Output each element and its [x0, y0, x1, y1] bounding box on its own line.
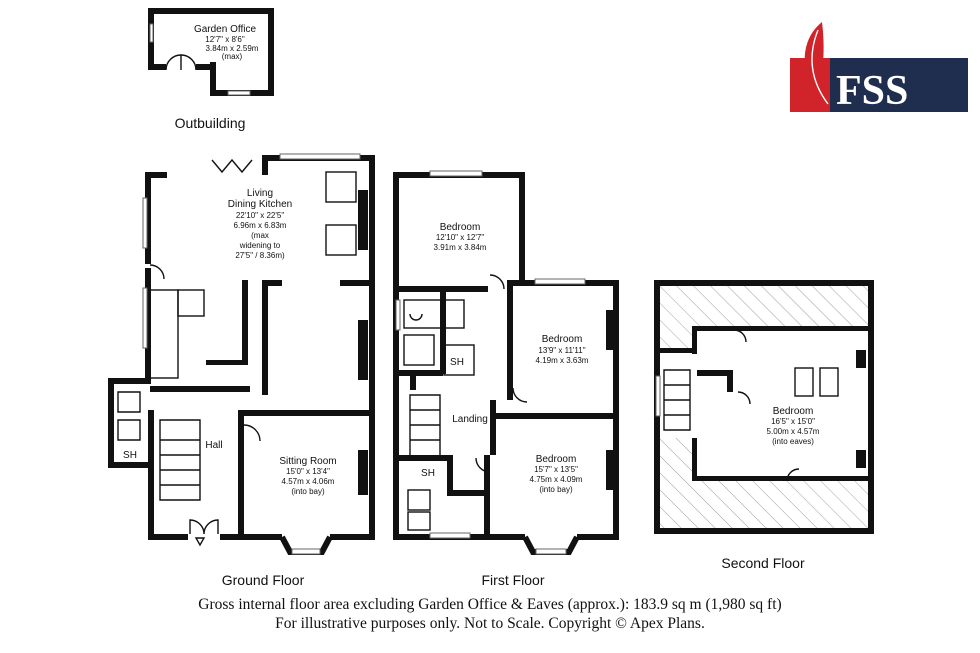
living-line2: Dining Kitchen [228, 199, 292, 210]
logo-text: FSS [836, 68, 908, 114]
first-sh-bottom-label: SH [421, 468, 435, 479]
garden-office-imperial: 12'7" x 8'6" [205, 35, 245, 44]
sitting-room-note: (into bay) [291, 487, 325, 496]
fss-logo: FSS [790, 22, 968, 114]
garden-office-name: Garden Office [194, 24, 257, 35]
bedroom-front-metric: 4.75m x 4.09m [530, 475, 583, 484]
sitting-room-metric: 4.57m x 4.06m [282, 477, 335, 486]
bedroom-front-note: (into bay) [539, 485, 573, 494]
second-bedroom-metric: 5.00m x 4.57m [767, 427, 820, 436]
living-note3: 27'5" / 8.36m) [235, 251, 285, 260]
hall-label: Hall [205, 440, 222, 451]
second-floor-plan: Bedroom 16'5" x 15'0" 5.00m x 4.57m (int… [654, 280, 874, 571]
second-floor-label: Second Floor [721, 555, 805, 571]
ground-sh-label: SH [123, 450, 137, 461]
bedroom-rear-imperial: 12'10" x 12'7" [436, 233, 484, 242]
landing-label: Landing [452, 414, 488, 425]
bedroom-front-name: Bedroom [536, 454, 577, 465]
feather-icon [804, 22, 824, 100]
first-floor-label: First Floor [482, 572, 545, 588]
bedroom-rear-metric: 3.91m x 3.84m [434, 243, 487, 252]
ground-floor-plan: SH Living Dining Kitchen 22'10" x 22'5" … [108, 153, 375, 588]
bedroom-mid-name: Bedroom [542, 334, 583, 345]
bedroom-front-imperial: 15'7" x 13'5" [534, 465, 578, 474]
floor-area-note: Gross internal floor area excluding Gard… [198, 596, 782, 613]
copyright-note: For illustrative purposes only. Not to S… [275, 615, 705, 632]
outbuilding-label: Outbuilding [175, 115, 246, 131]
bedroom-rear-name: Bedroom [440, 222, 481, 233]
second-bedroom-imperial: 16'5" x 15'0" [771, 417, 815, 426]
garden-office-metric: 3.84m x 2.59m [206, 44, 259, 53]
second-bedroom-note: (into eaves) [772, 437, 814, 446]
first-sh-top-label: SH [450, 357, 464, 368]
living-note2: widening to [239, 241, 281, 250]
sitting-room-imperial: 15'0" x 13'4" [286, 467, 330, 476]
living-metric: 6.96m x 6.83m [234, 221, 287, 230]
garden-office-note: (max) [222, 52, 243, 61]
bedroom-mid-metric: 4.19m x 3.63m [536, 356, 589, 365]
living-line1: Living [247, 188, 273, 199]
ground-floor-label: Ground Floor [222, 572, 305, 588]
first-floor-plan: SH SH Bedroom 12'10" x 12'7" 3.91m x 3.8… [393, 170, 619, 588]
sitting-room-name: Sitting Room [279, 456, 336, 467]
outbuilding-plan: Garden Office 12'7" x 8'6" 3.84m x 2.59m… [148, 8, 274, 131]
bedroom-mid-imperial: 13'9" x 11'11" [538, 346, 585, 355]
living-imperial: 22'10" x 22'5" [236, 211, 284, 220]
living-note1: (max [251, 231, 269, 240]
second-bedroom-name: Bedroom [773, 406, 814, 417]
